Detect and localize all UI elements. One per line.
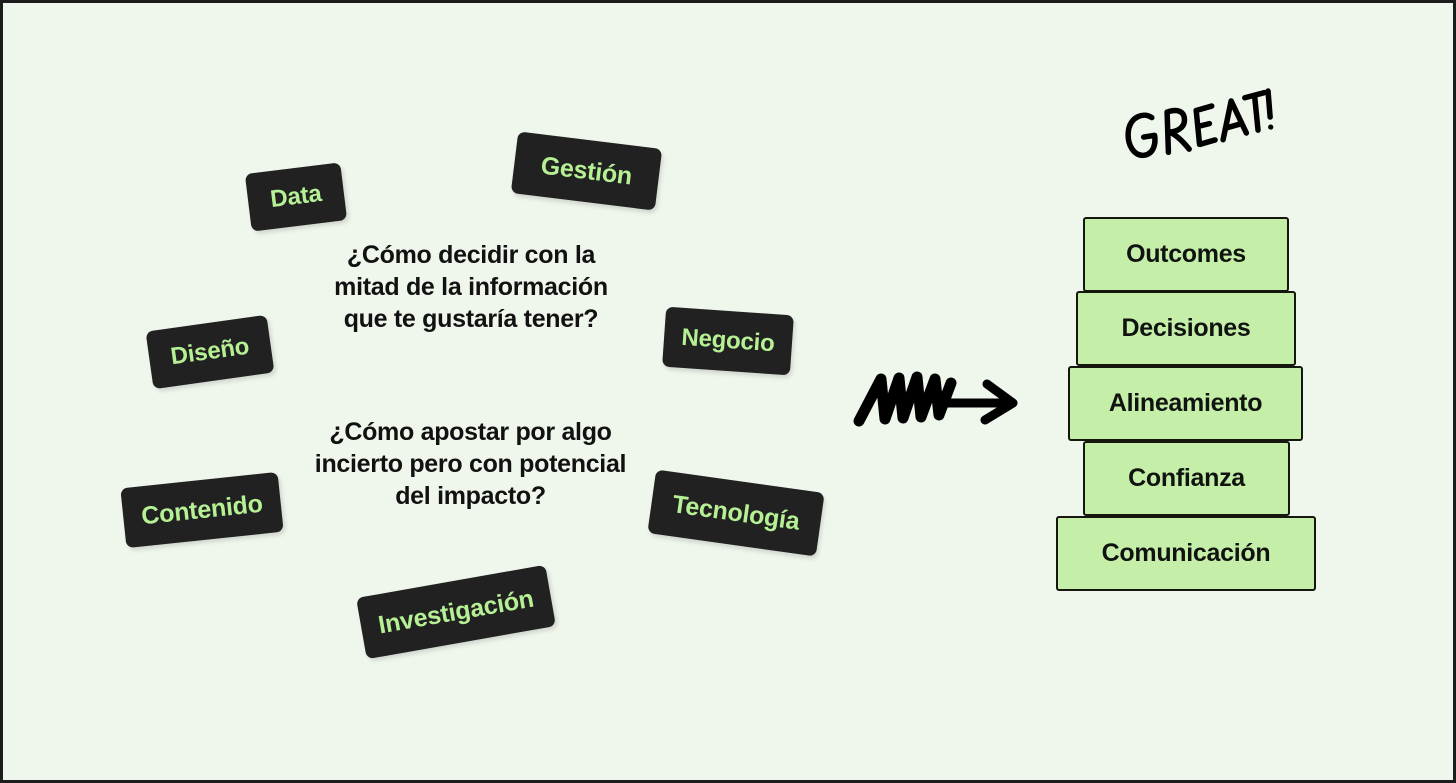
question-text-1: ¿Cómo decidir con la mitad de la informa… — [334, 241, 608, 333]
discipline-tag-tecnologia[interactable]: Tecnología — [647, 469, 825, 557]
discipline-tag-investigacion[interactable]: Investigación — [356, 564, 556, 660]
discipline-tag-gestion[interactable]: Gestión — [510, 131, 663, 211]
discipline-tag-diseno[interactable]: Diseño — [145, 314, 275, 390]
stack-box-alineamiento[interactable]: Alineamiento — [1068, 366, 1303, 441]
discipline-tag-data[interactable]: Data — [244, 162, 348, 232]
stack-box-outcomes[interactable]: Outcomes — [1083, 217, 1289, 292]
discipline-tag-negocio[interactable]: Negocio — [662, 306, 794, 376]
stack-box-decisiones[interactable]: Decisiones — [1076, 291, 1296, 366]
stack-box-confianza[interactable]: Confianza — [1083, 441, 1290, 516]
stack-box-comunicacion[interactable]: Comunicación — [1056, 516, 1316, 591]
discipline-tag-contenido[interactable]: Contenido — [120, 471, 284, 549]
great-handwritten-label — [1121, 88, 1281, 161]
scribble-arrow-icon — [851, 363, 1031, 433]
question-text-2: ¿Cómo apostar por algo incierto pero con… — [314, 418, 627, 510]
